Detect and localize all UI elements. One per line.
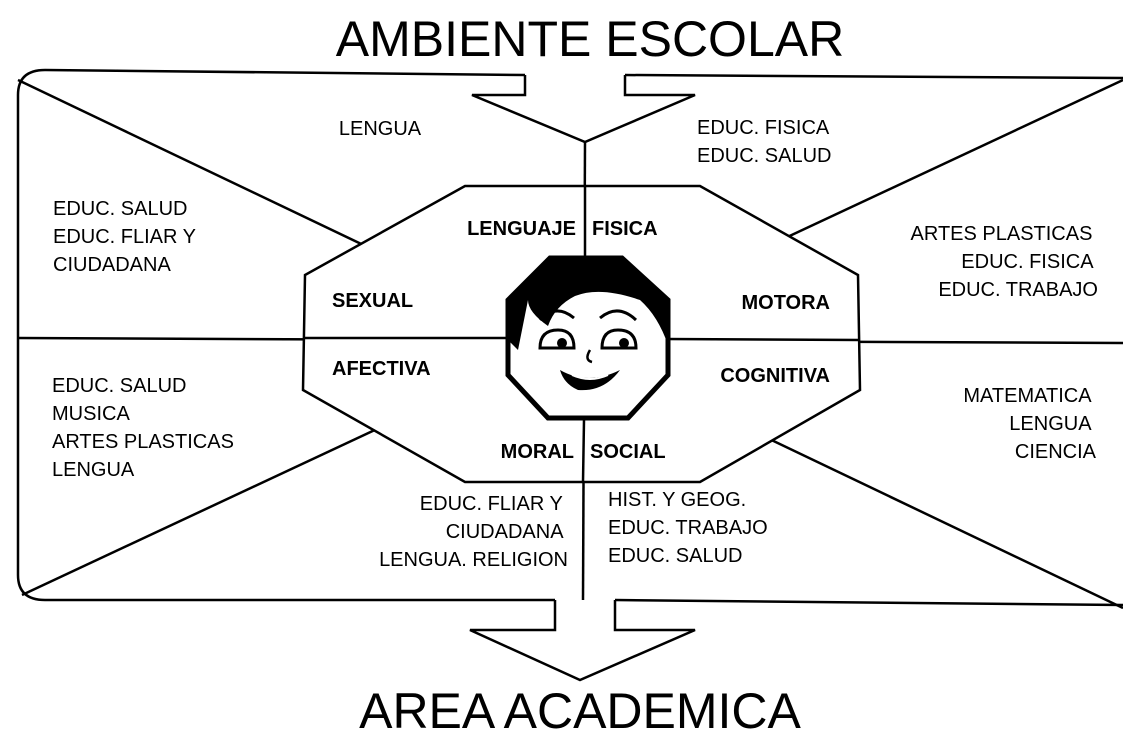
subject-line: EDUC. FLIAR Y <box>420 493 563 515</box>
bottom-title: AREA ACADEMICA <box>359 683 801 736</box>
subject-line: CIUDADANA <box>53 254 171 276</box>
dimension-motora: MOTORA <box>741 292 830 314</box>
subject-line: MUSICA <box>52 403 130 425</box>
subject-line: LENGUA <box>52 459 135 481</box>
subject-line: CIUDADANA <box>446 521 564 543</box>
subject-line: EDUC. TRABAJO <box>608 517 768 539</box>
subjects-top-right: EDUC. FISICA EDUC. SALUD <box>697 117 834 167</box>
subjects-top-left: LENGUA <box>339 118 422 140</box>
subject-line: CIENCIA <box>1015 441 1097 463</box>
dimension-afectiva: AFECTIVA <box>332 358 431 380</box>
dimension-sexual: SEXUAL <box>332 290 413 312</box>
subject-line: EDUC. FISICA <box>961 251 1094 273</box>
subject-line: MATEMATICA <box>963 385 1092 407</box>
bottom-arrow <box>469 600 696 682</box>
subjects-lower-left: EDUC. SALUD MUSICA ARTES PLASTICAS LENGU… <box>52 375 239 481</box>
subject-line: ARTES PLASTICAS <box>52 431 234 453</box>
octagon-divider-right <box>664 337 861 342</box>
octagon-divider-bottom <box>581 419 586 483</box>
outer-frame <box>16 68 1123 607</box>
subjects-bottom-right: HIST. Y GEOG. EDUC. TRABAJO EDUC. SALUD <box>608 489 773 567</box>
subject-line: ARTES PLASTICAS <box>911 223 1093 245</box>
top-arrow <box>471 75 696 144</box>
subject-line: EDUC. FLIAR Y <box>53 226 196 248</box>
subjects-lower-right: MATEMATICA LENGUA CIENCIA <box>963 385 1096 463</box>
subject-line: EDUC. SALUD <box>608 545 742 567</box>
subject-line: LENGUA <box>339 118 422 140</box>
face-icon <box>505 255 671 421</box>
dimension-lenguaje: LENGUAJE <box>467 218 576 240</box>
dimension-social: SOCIAL <box>590 441 666 463</box>
subject-line: EDUC. TRABAJO <box>938 279 1098 301</box>
subject-line: EDUC. SALUD <box>52 375 186 397</box>
subject-line: HIST. Y GEOG. <box>608 489 746 511</box>
subject-line: EDUC. FISICA <box>697 117 830 139</box>
subject-line: EDUC. SALUD <box>53 198 187 220</box>
dimension-fisica: FISICA <box>592 218 658 240</box>
subject-line: LENGUA. RELIGION <box>379 549 568 571</box>
subjects-bottom-left: EDUC. FLIAR Y CIUDADANA LENGUA. RELIGION <box>379 493 568 571</box>
subject-line: EDUC. SALUD <box>697 145 831 167</box>
subjects-upper-right: ARTES PLASTICAS EDUC. FISICA EDUC. TRABA… <box>911 223 1098 301</box>
dimension-moral: MORAL <box>501 441 574 463</box>
subjects-upper-left: EDUC. SALUD EDUC. FLIAR Y CIUDADANA <box>53 198 201 276</box>
top-title: AMBIENTE ESCOLAR <box>336 11 844 67</box>
dimension-cognitiva: COGNITIVA <box>720 365 830 387</box>
subject-line: LENGUA <box>1009 413 1092 435</box>
